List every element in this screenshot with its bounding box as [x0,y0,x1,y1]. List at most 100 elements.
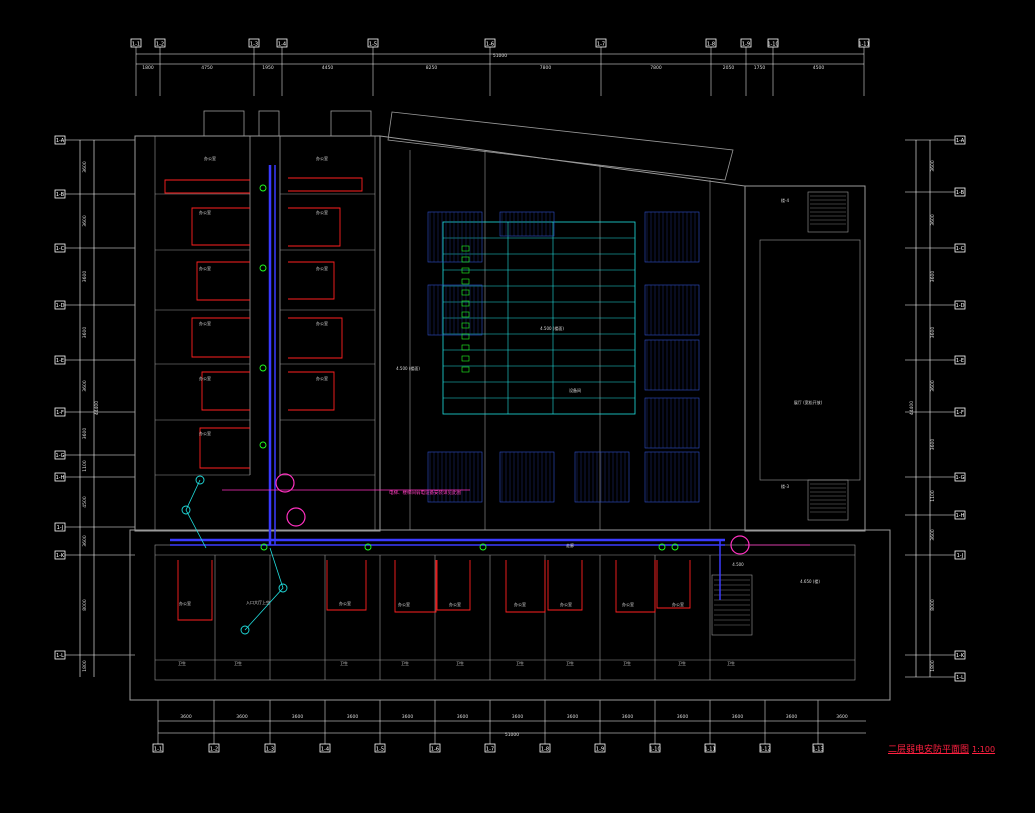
room-cable-loop [201,371,250,411]
atrium-outline [379,135,746,531]
bottom-dim-value: 3600 [786,714,798,720]
right-axis-label: 1-G [955,475,964,481]
room-cable-drop [615,560,656,613]
bottom-axis-label: 1-13 [812,747,823,753]
device-node [259,441,267,449]
device-icon [461,333,470,340]
top-dim-value: 1800 [142,65,154,71]
room-cable-loop [199,427,250,469]
bottom-axis-label: 1-8 [541,747,549,753]
left-dim-value: 3600 [82,271,88,283]
small-room-label: 卫生 [401,660,409,666]
small-room-label: 卫生 [178,660,186,666]
device-node [479,543,487,551]
bottom-dim-value: 3600 [457,714,469,720]
device-node [259,264,267,272]
left-axis-label: 1-D [56,303,65,309]
device-icon [461,344,470,351]
top-total-dim: 51000 [493,53,507,59]
right-dim-value: 3600 [930,160,936,172]
bottom-axis-label: 1-6 [431,747,439,753]
left-axis-label: 1-E [56,358,64,364]
right-axis-label: 1-D [956,303,965,309]
top-dim-value: 1750 [754,65,766,71]
small-room-label: 卫生 [456,660,464,666]
right-dim-value: 3600 [930,439,936,451]
left-axis-label: 1-A [56,138,65,144]
hatch-panel [644,211,700,263]
right-hall-label: 展厅 (宽松开放) [794,399,823,405]
device-node [364,543,372,551]
device-node [259,364,267,372]
left-dim-value: 3600 [82,428,88,440]
left-axis-label: 1-L [56,653,64,659]
hatch-panel [499,211,555,237]
device-icon [461,278,470,285]
left-dim-value: 3600 [82,161,88,173]
hatch-panel [644,339,700,391]
room-label: 办公室 [622,601,634,607]
device-icon [461,322,470,329]
left-total-dim: 44400 [94,401,100,415]
room-label: 办公室 [316,209,328,215]
roof-stub [258,110,280,137]
bottom-axis-label: 1-11 [704,747,715,753]
small-room-label: 卫生 [516,660,524,666]
small-room-label: 卫生 [566,660,574,666]
room-cable-loop [191,207,250,246]
room-cable-drop [505,560,546,613]
top-dim-value: 2050 [723,65,735,71]
entrance-label: 入口大厅上空 [246,599,270,605]
top-axis-label: 1-8 [707,42,715,48]
left-axis-label: 1-F [56,410,64,416]
room-cable-loop [196,261,250,301]
room-label: 办公室 [199,209,211,215]
room-label: 办公室 [316,155,328,161]
bottom-dim-value: 3600 [512,714,524,720]
device-icon [461,355,470,362]
callout-circle [730,535,750,555]
room-cable-loop [288,261,335,300]
device-icon [461,366,470,373]
left-dim-value: 3600 [82,327,88,339]
right-dim-value: 3600 [930,529,936,541]
right-dim-value: 3600 [930,214,936,226]
device-icon [461,300,470,307]
hatch-panel [644,451,700,503]
right-dim-value: 3600 [930,271,936,283]
room-label: 办公室 [339,600,351,606]
cyan-node [181,505,191,515]
stair-3 [807,479,849,521]
hatch-panel [427,211,483,263]
callout-circle [275,473,295,493]
top-axis-label: 1-5 [369,42,377,48]
right-axis-label: 1-A [956,138,965,144]
room-label: 办公室 [672,601,684,607]
left-dim-value: 4500 [82,496,88,508]
small-room-label: 卫生 [234,660,242,666]
right-hall-inner [759,239,861,481]
small-room-label: 卫生 [623,660,631,666]
room-label: 办公室 [316,320,328,326]
top-axis-label: 1-7 [597,42,605,48]
right-axis-label: 1-C [956,246,965,252]
top-dim-value: 4750 [201,65,213,71]
roof-stub [203,110,245,137]
small-room-label: 卫生 [678,660,686,666]
room-label: 办公室 [199,375,211,381]
room-label: 办公室 [199,265,211,271]
right-axis-label: 1-F [956,410,964,416]
top-dim-value: 8250 [426,65,438,71]
atrium-canopy [387,111,734,181]
cyan-link [185,479,207,549]
bottom-dim-value: 3600 [732,714,744,720]
bottom-total-dim: 51000 [505,732,519,738]
bottom-dim-value: 3600 [622,714,634,720]
room-cable-drop [436,560,471,611]
small-room-label: 卫生 [727,660,735,666]
hatch-panel [427,451,483,503]
right-total-dim: 44400 [909,401,915,415]
bottom-dim-value: 3600 [292,714,304,720]
